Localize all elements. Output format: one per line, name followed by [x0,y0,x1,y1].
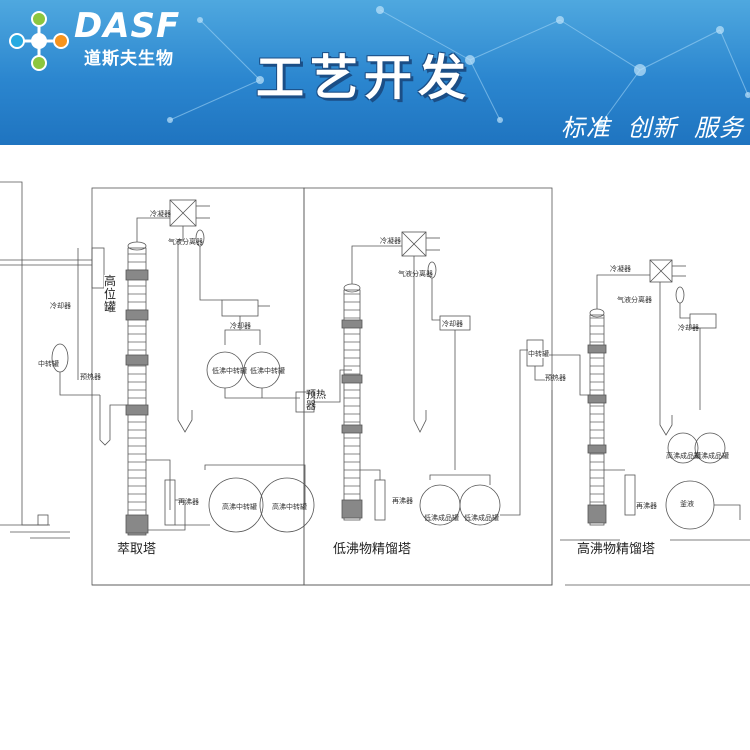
label-preheater-left: 预热器 [80,373,101,381]
label-tank-3b: 高沸成品罐 [694,452,729,460]
label-cooler-2: 冷却器 [442,320,463,328]
logo-subtitle: 道斯夫生物 [84,49,174,69]
label-reboiler-2: 再沸器 [392,497,413,505]
label-condenser-2: 冷凝器 [380,237,401,245]
section-box-extraction [91,187,305,586]
flow-diagram-lines [0,181,750,586]
label-preheater-3: 预热器 [545,374,566,382]
label-separator-3: 气液分离器 [617,296,652,304]
label-tank-1a: 低沸中转罐 [212,367,247,375]
label-preheater-mid: 预热器 [306,390,326,412]
label-cooler-left: 冷却器 [50,302,71,310]
label-tank-1c: 高沸中转罐 [222,503,257,511]
process-flow-diagram: 萃取塔 低沸物精馏塔 高沸物精馏塔 高位罐 冷却器 中转罐 预热器 冷凝器 气液… [0,170,750,600]
logo-molecule-icon [9,11,69,71]
label-high-tank: 高位罐 [104,275,119,314]
label-cooler-3: 冷却器 [678,324,699,332]
label-tank-1d: 高沸中转罐 [272,503,307,511]
label-separator-2: 气液分离器 [398,270,433,278]
section-label-high-boiling: 高沸物精馏塔 [577,542,667,557]
label-tank-3a: 高沸成品罐 [666,452,701,460]
section-label-extraction: 萃取塔 [117,542,157,557]
label-tank-2a: 低沸成品罐 [424,514,459,522]
label-storage-left: 中转罐 [38,360,59,368]
section-box-low-boiling [303,187,553,586]
label-cooler-1: 冷却器 [230,322,251,330]
header-banner: DASF 道斯夫生物 工艺开发 标准 创新 服务 [0,0,750,145]
logo-text: DASF [74,6,181,46]
label-tank-2b: 低沸成品罐 [464,514,499,522]
label-condenser-3: 冷凝器 [610,265,631,273]
label-reboiler-1: 再沸器 [178,498,199,506]
label-tank-3c: 釜液 [680,500,694,508]
label-reboiler-3: 再沸器 [636,502,657,510]
page-title: 工艺开发 [256,50,473,106]
label-vessel-3: 中转罐 [528,350,549,358]
slogan: 标准 创新 服务 [560,114,744,142]
label-tank-1b: 低沸中转罐 [250,367,285,375]
label-separator-1: 气液分离器 [168,238,203,246]
section-label-low-boiling: 低沸物精馏塔 [333,542,423,557]
network-background-graphic [167,6,750,129]
label-condenser-1: 冷凝器 [150,210,171,218]
